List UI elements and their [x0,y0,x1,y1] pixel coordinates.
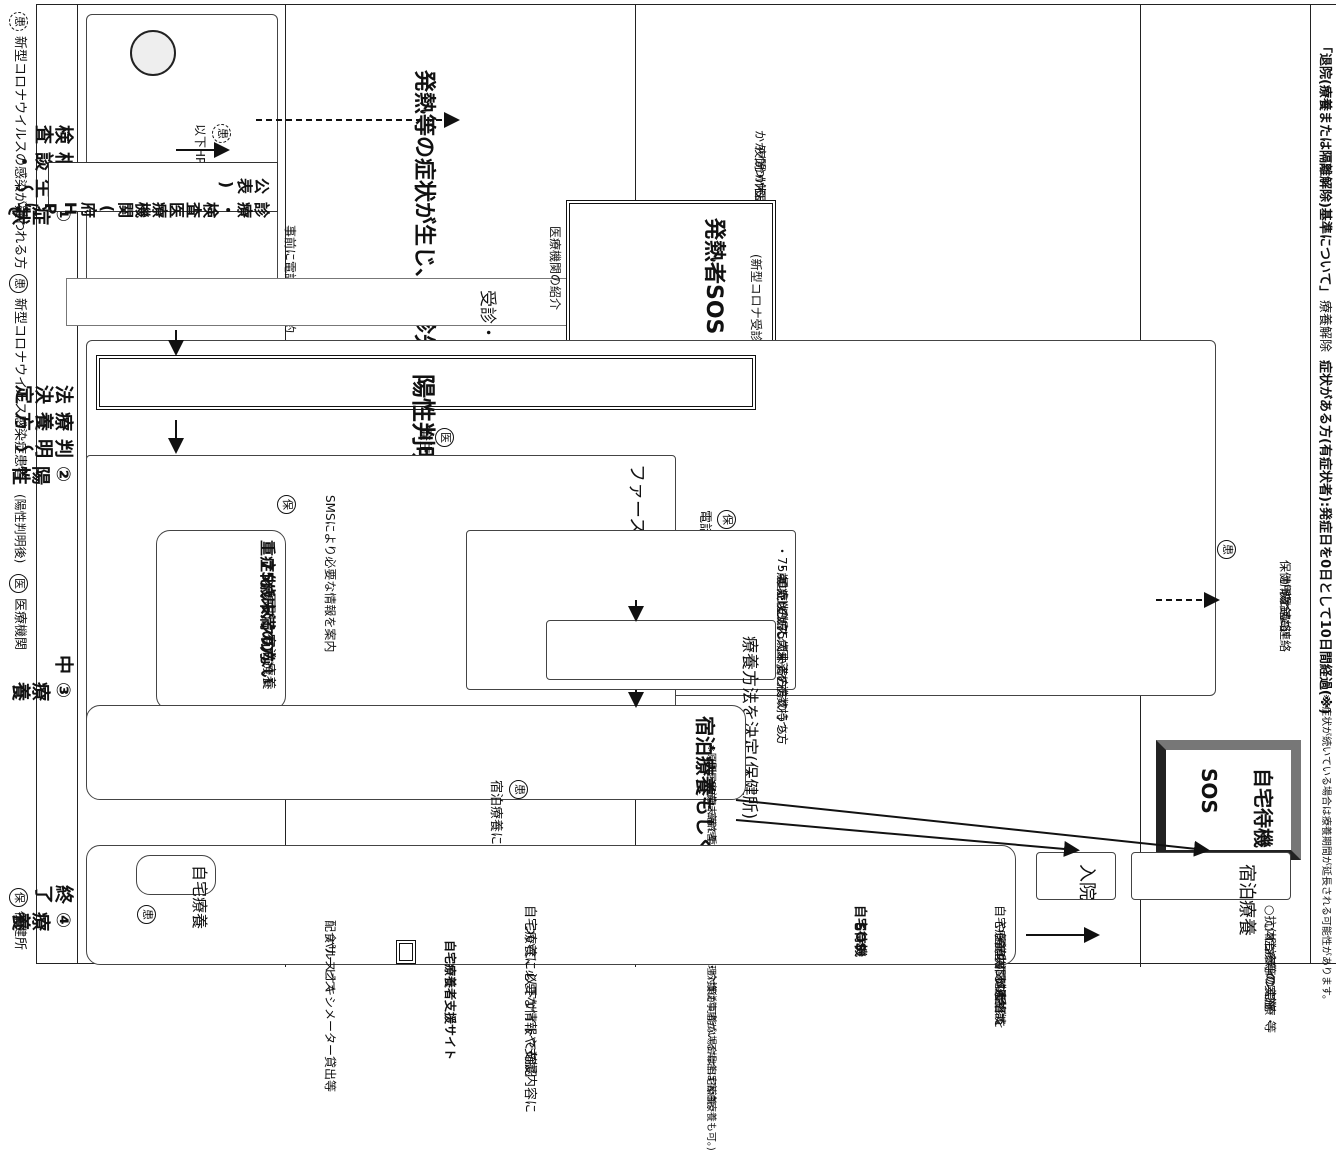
info-line-2: ついて、以下サイトで確認 [522,922,537,1077]
release-label: 療養解除 [1317,300,1332,353]
release-note: (※)症状が続いている場合は療養期間が延長される可能性があります。 [1320,690,1331,1005]
legend-medical-text: 医療機関 [12,598,27,651]
phase-3-label: ③療養中 [11,652,74,701]
stay-home-box [86,705,746,800]
flow-diagram: 患 新型コロナウイルスの感染が疑われる方 患 新型コロナウイルス感染症患者 (陽… [6,4,1336,1151]
sms-health-badge-icon: 保 [277,495,296,514]
release-condition: 症状がある方(有症状者):発症日を0日として10日間経過(※) [1317,360,1332,715]
hotel-label: 宿泊療養 [1236,864,1257,936]
phase-2-label: ②陽性判明〜療養方法決定 [11,382,74,485]
phone-health-badge-icon: 保 [717,510,736,529]
contact-line-3: 場合に連絡 [1278,592,1292,653]
support-site-box [396,940,416,964]
contact-patient-badge-icon: 患 [1217,540,1236,559]
person-icon [130,30,176,76]
release-criteria: 「退院(療養または隔離解除)基準について」 [1317,40,1332,299]
support-site-label: 自宅療養者支援サイト [443,940,457,1061]
referral-note: 医療機関の紹介 [548,226,562,311]
home-sos-box-top [1156,740,1301,860]
sms-label: SMSにより必要な情報を案内 [323,495,337,653]
info-patient-badge-icon: 患 [137,905,156,924]
consult-patient-badge-icon: 患 [509,780,528,799]
phase-column-divider [77,4,78,964]
fever-sos-box [566,200,776,350]
home-sos-top-2: SOS [1197,768,1221,814]
health-line-4: 以下へ連絡 [993,953,1007,1014]
oximeter-label: パルスオキシメーター貸出等 [323,936,337,1093]
rotated-page: 患 新型コロナウイルスの感染が疑われる方 患 新型コロナウイルス感染症患者 (陽… [6,4,1336,1151]
hospital-label: 入院 [1076,864,1097,900]
patient2-badge-icon: 患 [9,274,28,293]
fever-sos-title: 発熱者SOS [701,218,726,335]
legend-patient2-note: (陽性判明後) [13,494,27,564]
sos-mid-2: SOS [852,922,867,952]
treat-line-3: 往診等の実施 等 [1263,937,1277,1034]
phase-4-label: ④療養終了 [11,882,74,931]
home-care-label: 自宅療養 [190,865,209,930]
hotel-box [1131,852,1291,900]
medical-badge-icon: 医 [9,574,28,593]
patient-badge-icon: 患 [9,12,28,31]
high-risk-line-4: ・妊娠している方 [775,593,789,689]
notify-medical-badge-icon: 医 [435,428,454,447]
clinic-box-label: 診療・検査医療機関(府HPにて公表) [6,175,270,218]
home-sos-top-1: 自宅待機 [1251,768,1275,848]
low-risk-line-3: ※原則、宿泊療養 [260,580,276,690]
step1-patient-badge-icon: 患 [212,124,231,143]
step3-panel [86,845,1016,965]
